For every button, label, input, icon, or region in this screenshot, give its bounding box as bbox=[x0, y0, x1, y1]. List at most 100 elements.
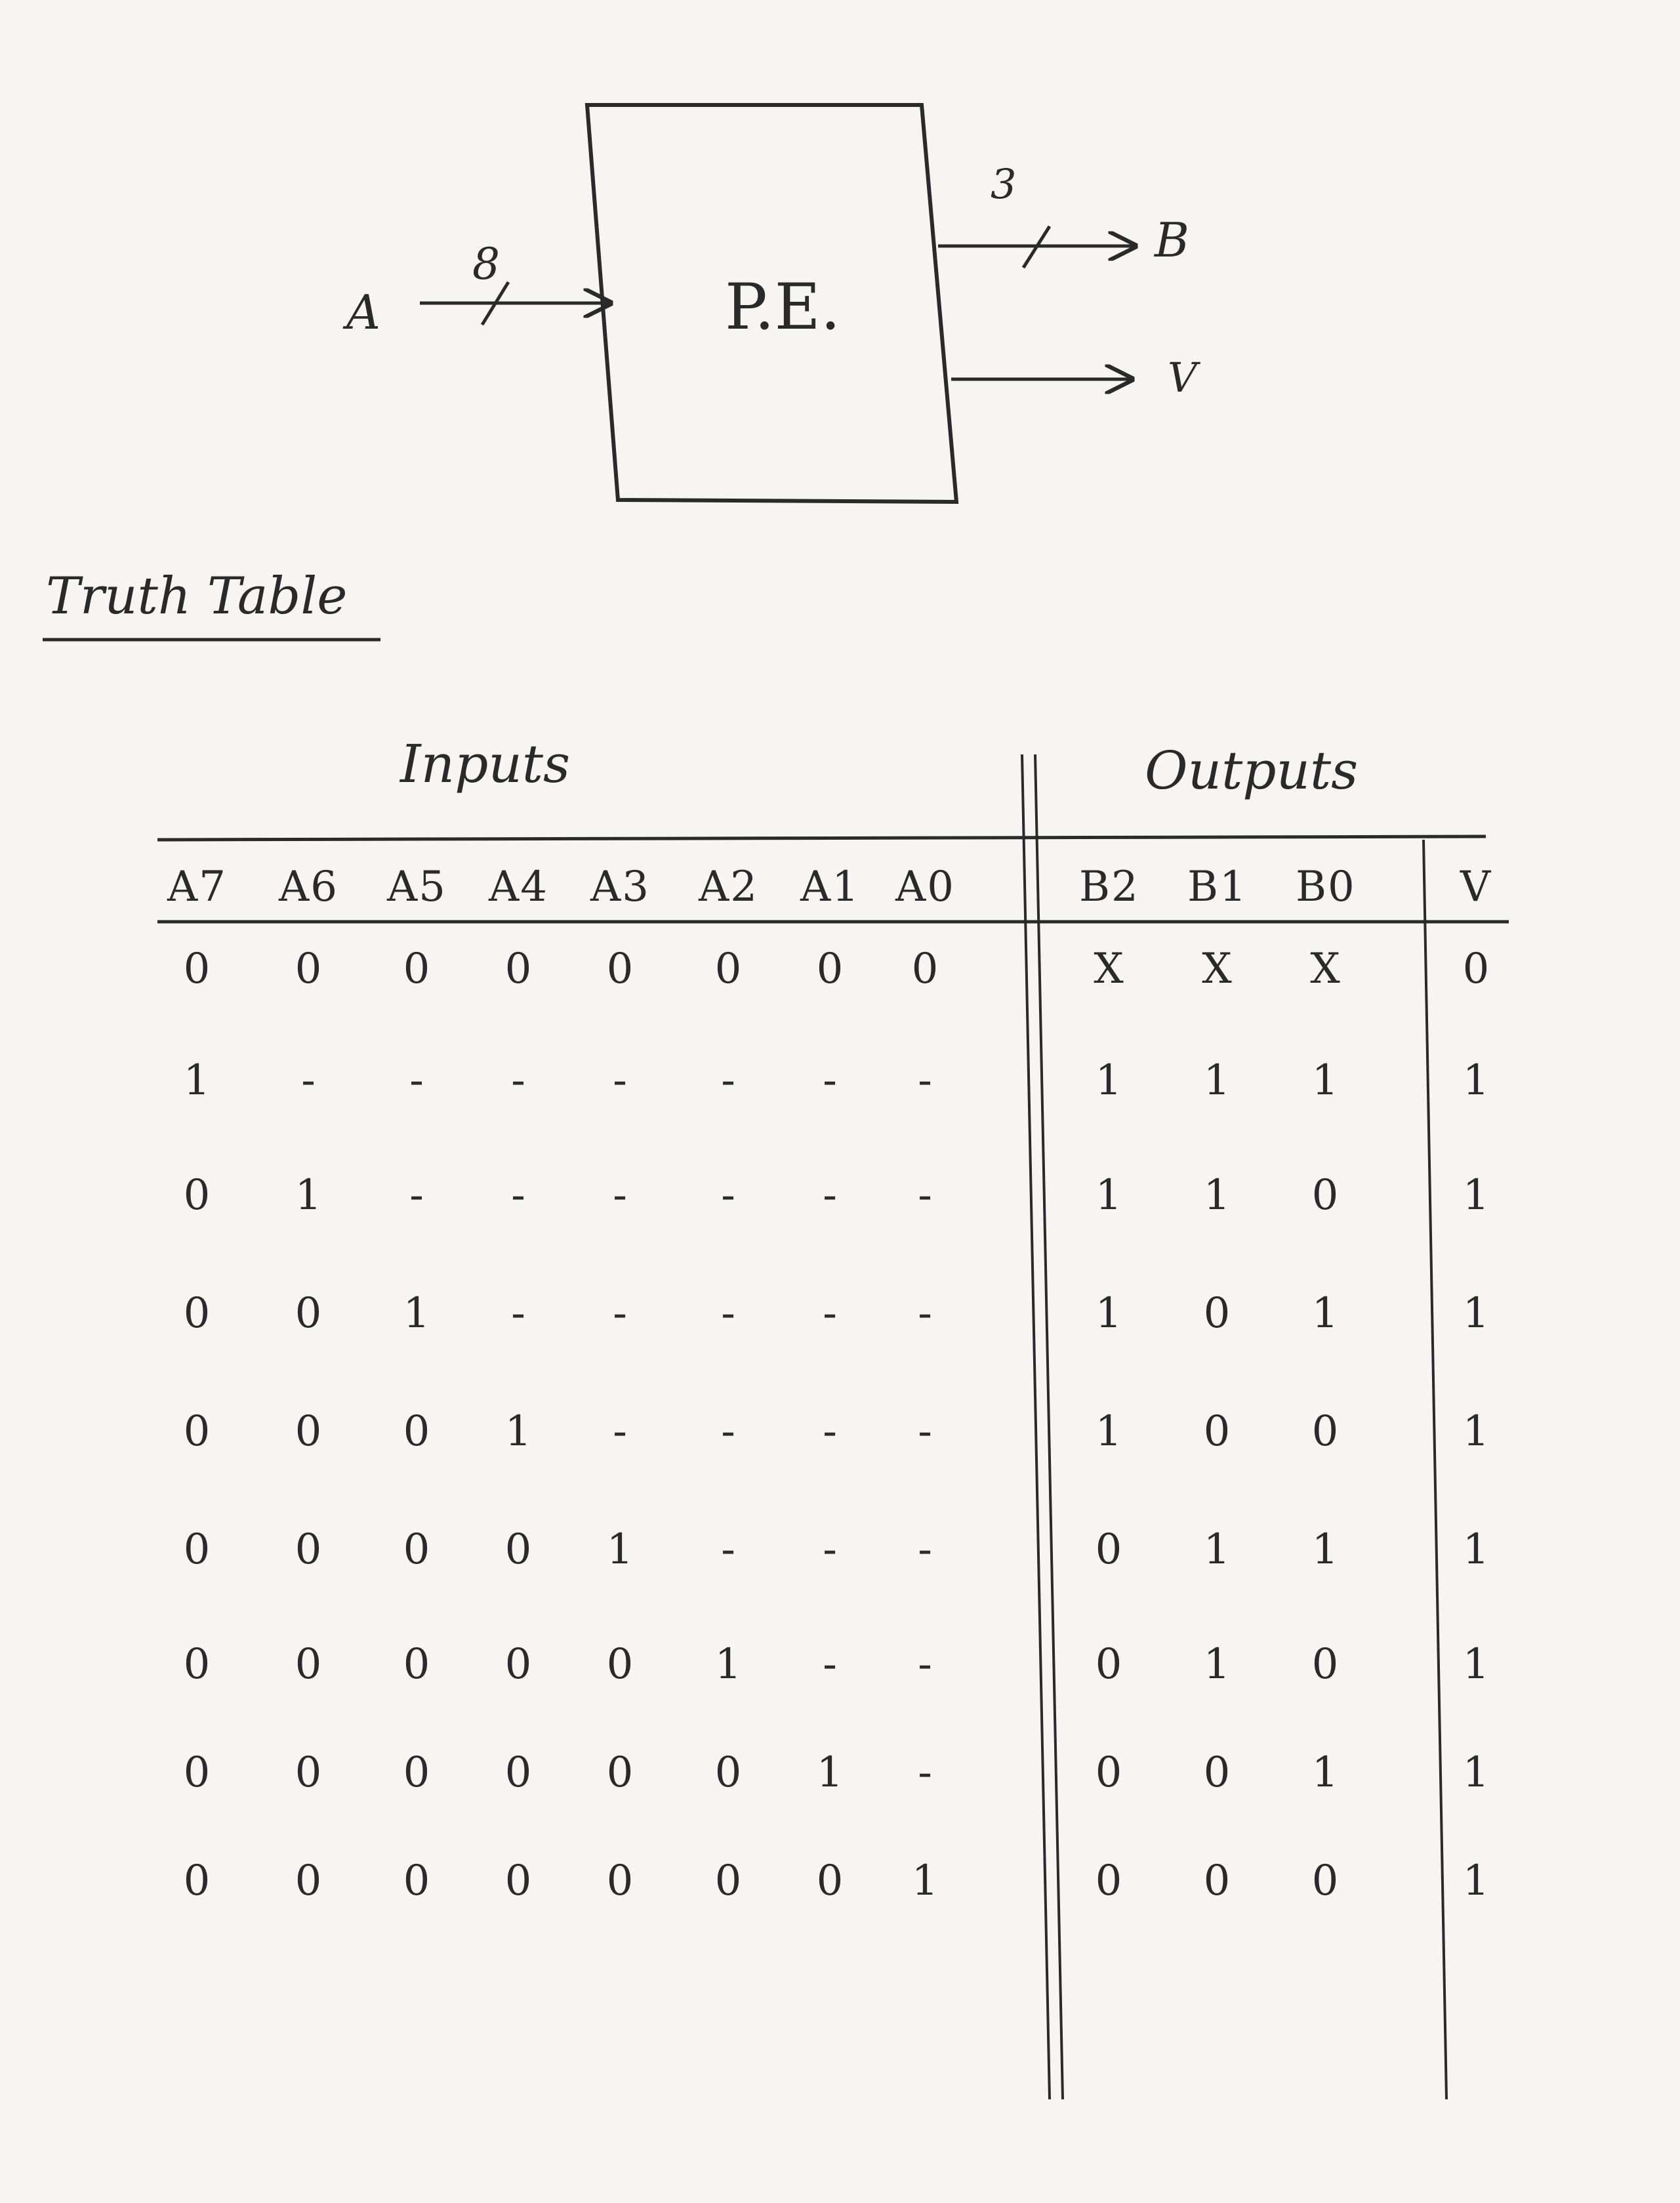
table-cell: - bbox=[511, 1056, 525, 1105]
table-cell: 0 bbox=[1311, 1640, 1339, 1689]
table-cell-valid: 1 bbox=[1462, 1748, 1490, 1797]
table-cell: 0 bbox=[183, 945, 211, 993]
col-header-a4: A4 bbox=[489, 863, 548, 911]
table-cell: 0 bbox=[606, 1857, 634, 1905]
table-cell: 1 bbox=[1095, 1171, 1122, 1220]
table-cell: - bbox=[613, 1056, 627, 1105]
table-cell: 1 bbox=[606, 1525, 634, 1574]
table-cell: 1 bbox=[1203, 1056, 1231, 1105]
table-cell-valid: 1 bbox=[1462, 1857, 1490, 1905]
table-cell: 0 bbox=[504, 1857, 532, 1905]
table-cell: 0 bbox=[1311, 1407, 1339, 1456]
table-cell: 1 bbox=[1311, 1056, 1339, 1105]
table-cell: 1 bbox=[295, 1171, 322, 1220]
table-cell: - bbox=[823, 1171, 837, 1220]
table-cell: - bbox=[918, 1171, 932, 1220]
table-cell: - bbox=[918, 1289, 932, 1338]
table-cell: X bbox=[1202, 945, 1232, 993]
table-cell: 0 bbox=[403, 1407, 430, 1456]
table-cell-valid: 1 bbox=[1462, 1056, 1490, 1105]
table-cell: 0 bbox=[1311, 1857, 1339, 1905]
table-cell: 0 bbox=[1203, 1857, 1231, 1905]
table-cell: - bbox=[918, 1056, 932, 1105]
table-cell: 1 bbox=[911, 1857, 939, 1905]
table-cell: 0 bbox=[1203, 1289, 1231, 1338]
table-cell: 1 bbox=[714, 1640, 742, 1689]
table-cell: 1 bbox=[1203, 1525, 1231, 1574]
col-header-a3: A3 bbox=[590, 863, 650, 911]
table-cell: - bbox=[721, 1525, 735, 1574]
table-cell: 0 bbox=[295, 1857, 322, 1905]
table-cell-valid: 1 bbox=[1462, 1407, 1490, 1456]
table-cell: - bbox=[823, 1056, 837, 1105]
table-cell: 1 bbox=[1095, 1289, 1122, 1338]
table-cell: 0 bbox=[606, 1640, 634, 1689]
table-cell: - bbox=[721, 1407, 735, 1456]
table-cell: 1 bbox=[1203, 1171, 1231, 1220]
output-v-label: V bbox=[1168, 354, 1197, 401]
table-cell: 0 bbox=[403, 1748, 430, 1797]
col-header-b2: B2 bbox=[1079, 863, 1139, 911]
output-b-width-label: 3 bbox=[991, 160, 1017, 208]
table-cell: X bbox=[1094, 945, 1124, 993]
table-cell: 1 bbox=[816, 1748, 844, 1797]
table-cell: 1 bbox=[183, 1056, 211, 1105]
table-cell: 1 bbox=[1095, 1056, 1122, 1105]
col-header-a2: A2 bbox=[699, 863, 758, 911]
table-cell: - bbox=[918, 1640, 932, 1689]
table-cell: 1 bbox=[1311, 1748, 1339, 1797]
table-cell: 0 bbox=[295, 1407, 322, 1456]
io-divider-2 bbox=[1034, 754, 1064, 2100]
pe-block bbox=[584, 103, 959, 504]
table-cell: - bbox=[823, 1407, 837, 1456]
table-cell-valid: 1 bbox=[1462, 1640, 1490, 1689]
col-header-v: V bbox=[1460, 863, 1492, 911]
table-cell-valid: 0 bbox=[1462, 945, 1490, 993]
table-cell: 0 bbox=[714, 1748, 742, 1797]
table-cell: - bbox=[409, 1056, 424, 1105]
truth-table-title: Truth Table bbox=[46, 567, 348, 626]
table-cell: - bbox=[409, 1171, 424, 1220]
table-cell: - bbox=[918, 1748, 932, 1797]
col-header-a1: A1 bbox=[800, 863, 860, 911]
table-cell: 1 bbox=[1095, 1407, 1122, 1456]
table-cell: 1 bbox=[1311, 1525, 1339, 1574]
input-a-label: A bbox=[346, 285, 380, 340]
table-cell: - bbox=[918, 1525, 932, 1574]
table-cell: 0 bbox=[1311, 1171, 1339, 1220]
table-cell: 0 bbox=[183, 1171, 211, 1220]
table-cell: 0 bbox=[504, 1748, 532, 1797]
table-cell: - bbox=[613, 1407, 627, 1456]
col-header-b1: B1 bbox=[1187, 863, 1248, 911]
table-cell: - bbox=[823, 1525, 837, 1574]
inputs-label: Inputs bbox=[400, 733, 571, 794]
outputs-label: Outputs bbox=[1145, 740, 1359, 801]
table-cell: 0 bbox=[183, 1857, 211, 1905]
col-header-a6: A6 bbox=[279, 863, 338, 911]
table-cell: - bbox=[613, 1289, 627, 1338]
table-cell: 0 bbox=[295, 945, 322, 993]
table-cell: 0 bbox=[403, 1857, 430, 1905]
col-header-b0: B0 bbox=[1296, 863, 1356, 911]
table-cell: - bbox=[301, 1056, 316, 1105]
table-cell: 0 bbox=[295, 1289, 322, 1338]
table-cell: 0 bbox=[714, 945, 742, 993]
table-cell: 0 bbox=[403, 945, 430, 993]
table-cell: 0 bbox=[403, 1525, 430, 1574]
table-cell: 0 bbox=[1095, 1525, 1122, 1574]
table-cell: 0 bbox=[911, 945, 939, 993]
table-cell: - bbox=[613, 1171, 627, 1220]
table-cell: 0 bbox=[816, 1857, 844, 1905]
table-cell: 0 bbox=[183, 1748, 211, 1797]
table-cell: 0 bbox=[295, 1640, 322, 1689]
table-cell: 1 bbox=[1203, 1640, 1231, 1689]
table-cell: 0 bbox=[295, 1748, 322, 1797]
table-cell: 0 bbox=[1203, 1407, 1231, 1456]
table-cell: 0 bbox=[295, 1525, 322, 1574]
table-cell: 0 bbox=[183, 1407, 211, 1456]
table-cell: 0 bbox=[504, 945, 532, 993]
table-cell: - bbox=[823, 1640, 837, 1689]
table-cell: 1 bbox=[504, 1407, 532, 1456]
